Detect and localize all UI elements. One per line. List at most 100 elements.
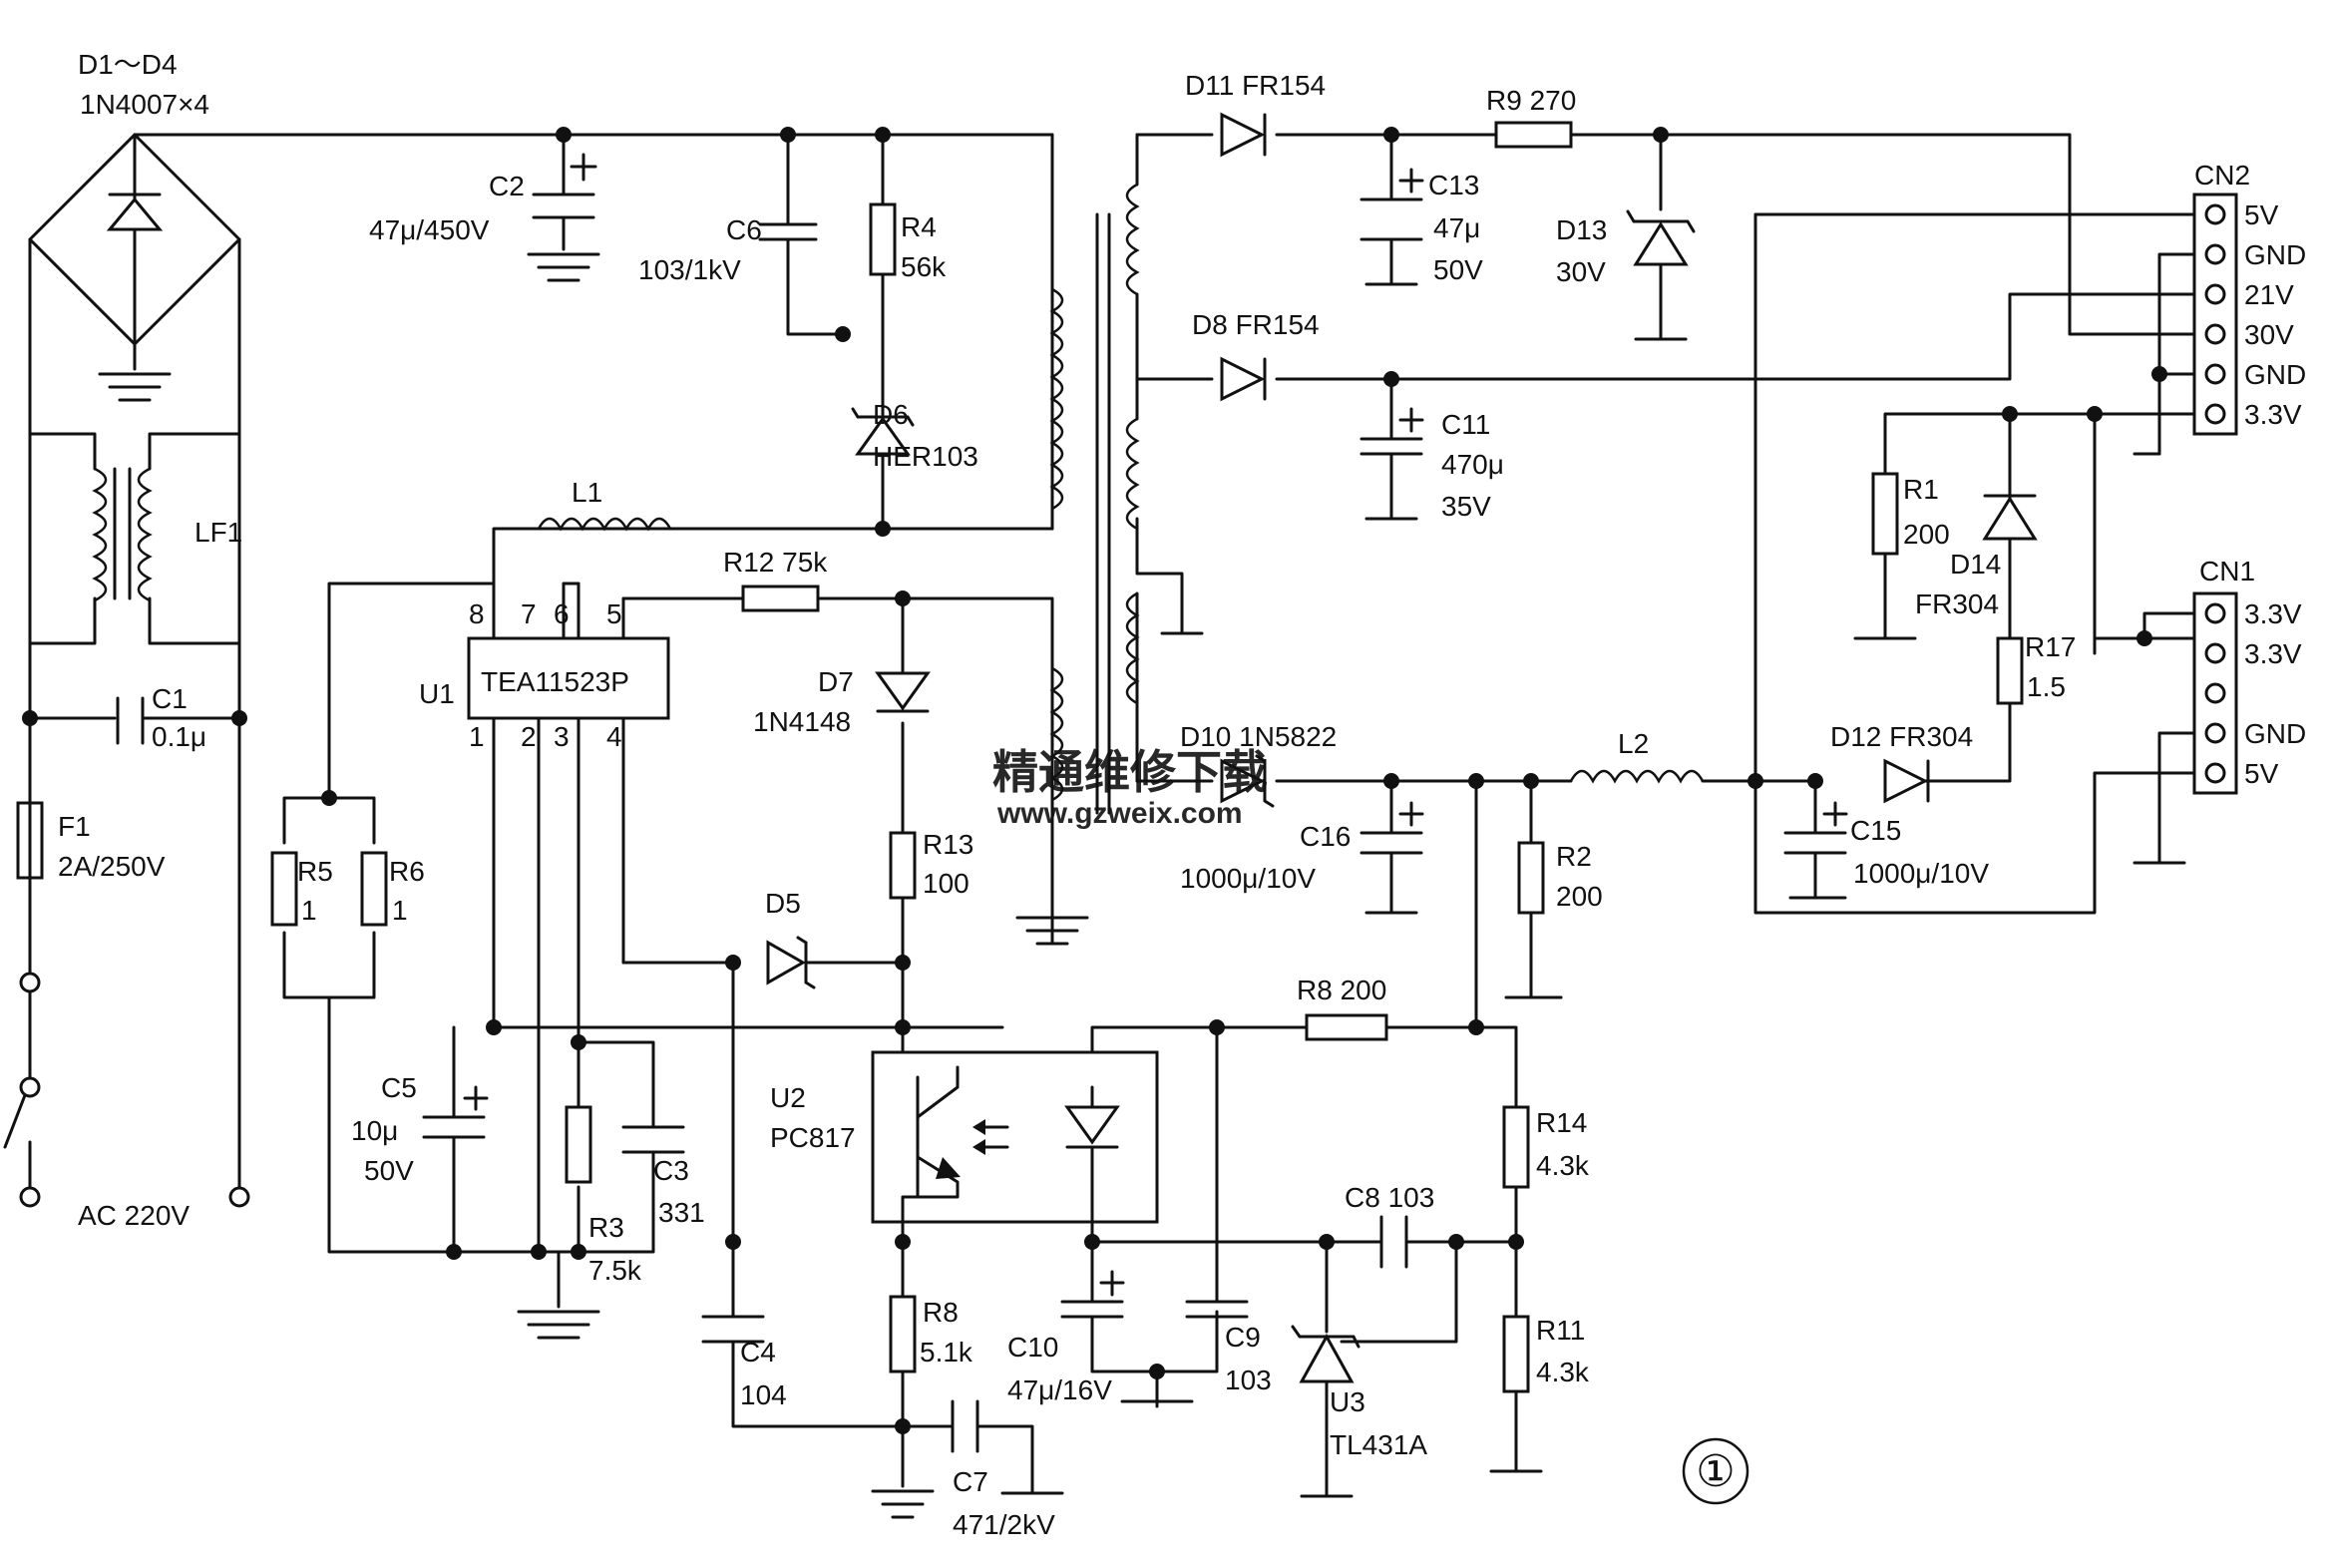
cn2-ref: CN2 [2194, 160, 2250, 191]
c9-ref: C9 [1225, 1322, 1261, 1353]
c16-value: 1000μ/10V [1180, 863, 1316, 894]
u1-ref: U1 [419, 678, 455, 709]
r2-value: 200 [1556, 881, 1603, 912]
cn2-pin-1: 5V [2244, 199, 2279, 230]
figure-number: ① [1696, 1447, 1735, 1496]
r5-ref: R5 [297, 856, 333, 887]
c6-ref: C6 [726, 214, 762, 245]
r6-value: 1 [392, 895, 408, 926]
r11-ref: R11 [1536, 1315, 1585, 1346]
u3-part: TL431A [1330, 1429, 1427, 1460]
r8-label-upper: R8 200 [1297, 975, 1386, 1005]
c11-value-1: 470μ [1441, 449, 1504, 480]
r14-value: 4.3k [1536, 1150, 1590, 1181]
cn2-pin-6: 3.3V [2244, 399, 2302, 430]
c9-value: 103 [1225, 1365, 1272, 1395]
lf1-label: LF1 [194, 517, 242, 548]
r1-ref: R1 [1903, 474, 1939, 505]
r3-ref: R3 [588, 1212, 624, 1243]
c1-ref: C1 [152, 683, 188, 714]
u1-pin-7: 7 [521, 598, 537, 629]
r4-ref: R4 [901, 211, 937, 242]
cn1-pin-5: 5V [2244, 758, 2279, 789]
c10-value: 47μ/16V [1007, 1374, 1112, 1405]
ac-input-label: AC 220V [78, 1200, 190, 1231]
component-symbols [16, 112, 2238, 1519]
r3-value: 7.5k [588, 1255, 642, 1286]
c15-ref: C15 [1850, 815, 1901, 846]
cn2-pin-4: 30V [2244, 319, 2294, 350]
l1-label: L1 [572, 477, 602, 508]
c4-value: 104 [740, 1379, 787, 1410]
d14-part: FR304 [1915, 588, 1999, 619]
c16-ref: C16 [1300, 821, 1351, 852]
r6-ref: R6 [389, 856, 425, 887]
c8-label: C8 103 [1345, 1182, 1434, 1213]
u1-pin-8: 8 [469, 598, 485, 629]
r1-value: 200 [1903, 519, 1950, 550]
watermark-text: 精通维修下载 [992, 746, 1268, 798]
r17-ref: R17 [2025, 631, 2076, 662]
u1-pin-4: 4 [606, 721, 622, 752]
d8-label: D8 FR154 [1192, 309, 1320, 340]
u2-part: PC817 [770, 1122, 856, 1153]
c7-ref: C7 [953, 1466, 988, 1497]
c3-value: 331 [658, 1197, 705, 1228]
c11-value-2: 35V [1441, 491, 1491, 522]
c10-ref: C10 [1007, 1332, 1058, 1363]
d12-label: D12 FR304 [1830, 721, 1973, 752]
r2-ref: R2 [1556, 841, 1592, 872]
u3-ref: U3 [1330, 1386, 1365, 1417]
u1-pin-6: 6 [554, 598, 570, 629]
c5-value-1: 10μ [351, 1115, 398, 1146]
c1-value: 0.1μ [152, 721, 206, 752]
cn2-pin-5: GND [2244, 359, 2306, 390]
d7-ref: D7 [818, 666, 854, 697]
u1-pin-1: 1 [469, 721, 485, 752]
c3-ref: C3 [653, 1155, 689, 1186]
c5-ref: C5 [381, 1072, 417, 1103]
u1-pin-2: 2 [521, 721, 537, 752]
c7-value: 471/2kV [953, 1509, 1055, 1540]
u2-ref: U2 [770, 1082, 806, 1113]
cn2-pin-3: 21V [2244, 279, 2294, 310]
c13-ref: C13 [1428, 170, 1479, 200]
c4-ref: C4 [740, 1337, 776, 1368]
r13-ref: R13 [923, 829, 973, 860]
cn2-pin-2: GND [2244, 239, 2306, 270]
r13-value: 100 [923, 868, 970, 899]
r14-ref: R14 [1536, 1107, 1587, 1138]
u1-part: TEA11523P [481, 666, 629, 697]
r8-ref-lower: R8 [923, 1297, 959, 1328]
c13-value-2: 50V [1433, 254, 1483, 285]
watermark-url: www.gzweix.com [996, 797, 1243, 830]
bridge-ref: D1～D4 [78, 49, 178, 80]
u1-pin-3: 3 [554, 721, 570, 752]
r9-label: R9 270 [1486, 85, 1576, 116]
cn1-pin-1: 3.3V [2244, 598, 2302, 629]
cn1-ref: CN1 [2199, 556, 2255, 587]
c2-value: 47μ/450V [369, 214, 490, 245]
junction-dots [22, 127, 2167, 1434]
f1-ref: F1 [58, 811, 91, 842]
r5-value: 1 [301, 895, 317, 926]
c5-value-2: 50V [364, 1155, 414, 1186]
r8-value-lower: 5.1k [920, 1337, 973, 1368]
component-labels: D1～D4 1N4007×4 LF1 C1 0.1μ F1 2A/250V AC… [58, 49, 2306, 1540]
d14-ref: D14 [1950, 549, 2001, 580]
d13-value: 30V [1556, 256, 1606, 287]
f1-value: 2A/250V [58, 851, 166, 882]
l2-label: L2 [1618, 728, 1649, 759]
d6-part: HER103 [873, 441, 978, 472]
r12-label: R12 75k [723, 547, 828, 578]
c11-ref: C11 [1441, 409, 1490, 440]
wiring [3, 133, 2211, 1498]
cn1-pin-2: 3.3V [2244, 638, 2302, 669]
d6-ref: D6 [873, 399, 909, 430]
r17-value: 1.5 [2027, 671, 2066, 702]
r11-value: 4.3k [1536, 1357, 1590, 1387]
c2-ref: C2 [489, 171, 525, 201]
d5-ref: D5 [765, 888, 801, 919]
c6-value: 103/1kV [638, 254, 741, 285]
